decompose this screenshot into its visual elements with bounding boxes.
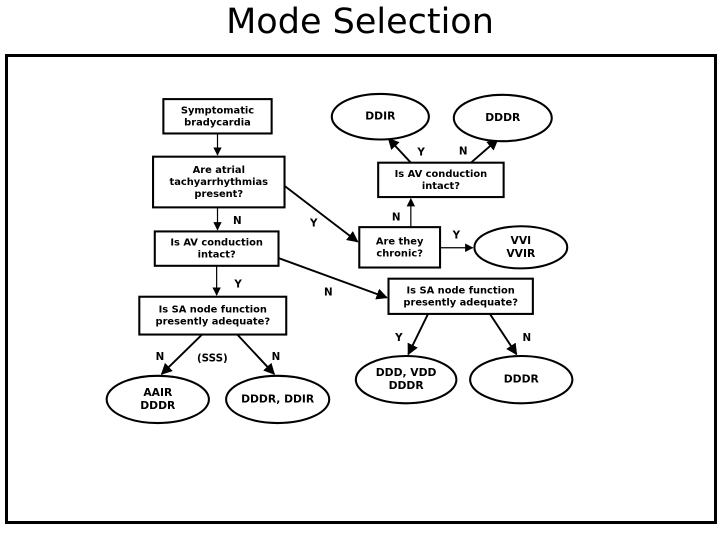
node-label: Is SA node function [407,285,515,296]
node-ellipse [473,225,569,270]
flow-edge: Y [440,230,474,252]
node-label: VVI [511,234,532,247]
edge-label: Y [394,332,403,344]
edge-label: N [233,215,242,227]
node-label: Is SA node function [159,305,267,316]
node-label: Is AV conduction [395,169,488,180]
node-label: bradycardia [184,117,251,128]
node-label: DDD, VDD [376,366,437,379]
node-rect [162,98,273,135]
node-ellipse [330,92,430,141]
node-label: Is AV conduction [170,238,263,249]
node-rect [152,155,286,209]
node-label: intact? [422,181,460,192]
flow-edge: Y [394,313,429,356]
edge-label: N [392,212,401,224]
annotations-layer: (SSS) [197,353,228,365]
edge-line [160,333,203,375]
edge-label: Y [309,218,318,230]
node-label: VVIR [506,247,536,260]
flow-edge: N [213,207,242,231]
node-rect [153,230,280,267]
flow-node-n14[interactable]: DDDR [469,354,574,405]
edge-label: N [156,351,165,363]
node-label: DDDR [389,379,425,392]
node-ellipse [225,374,331,425]
node-label: DDIR [365,110,396,123]
edge-line [283,185,359,243]
node-rect [138,295,288,336]
node-label: Are they [376,236,424,247]
node-label: Are atrial [193,165,245,176]
edges-layer: N Y Y N N N Y N N Y Y N [156,133,532,375]
edge-label: Y [233,279,242,291]
node-label: AAIR [143,386,173,399]
flow-edge: Y [212,265,242,296]
node-label: DDDR [140,399,176,412]
edge-line [470,138,499,164]
edge-line [236,333,275,375]
node-label: DDDR [485,111,521,124]
node-rect [377,161,505,199]
flow-node-n7[interactable]: DDIR [330,92,430,141]
flow-node-n6[interactable]: DDDR, DDIR [225,374,331,425]
node-ellipse [452,93,553,143]
flow-edge: Y [283,185,359,243]
node-label: chronic? [376,248,423,259]
edge-label: Y [416,146,425,158]
edge-line [278,257,388,300]
edge-label: N [272,351,281,363]
flow-edge: N [236,333,281,375]
flow-edge: N [156,333,203,375]
flow-edge: N [459,138,499,164]
flow-edge: N [392,197,416,228]
node-label: intact? [198,250,236,261]
flow-node-n8[interactable]: DDDR [452,93,553,143]
node-label: presently adequate? [155,317,270,328]
flow-edge: N [278,257,388,300]
node-ellipse [354,354,458,405]
page-title: Mode Selection [226,2,494,42]
edge-label: N [523,332,532,344]
node-label: DDDR [504,373,540,386]
node-label: tachyarrhythmias [170,177,269,188]
annotation-label: (SSS) [197,353,228,365]
node-label: presently adequate? [403,297,518,308]
edge-label: N [459,146,468,158]
edge-label: N [324,286,333,298]
node-label: DDDR, DDIR [241,392,315,405]
node-label: Symptomatic [181,105,254,116]
flow-edge: Y [387,137,425,164]
node-ellipse [469,354,574,405]
edge-line [407,313,429,356]
node-label: present? [194,189,243,200]
edge-label: Y [452,230,461,242]
node-rect [358,226,442,269]
edge-line [387,137,412,164]
node-rect [387,277,534,315]
flow-edge: N [489,313,532,356]
node-ellipse [105,374,210,425]
edge-line [489,313,518,356]
